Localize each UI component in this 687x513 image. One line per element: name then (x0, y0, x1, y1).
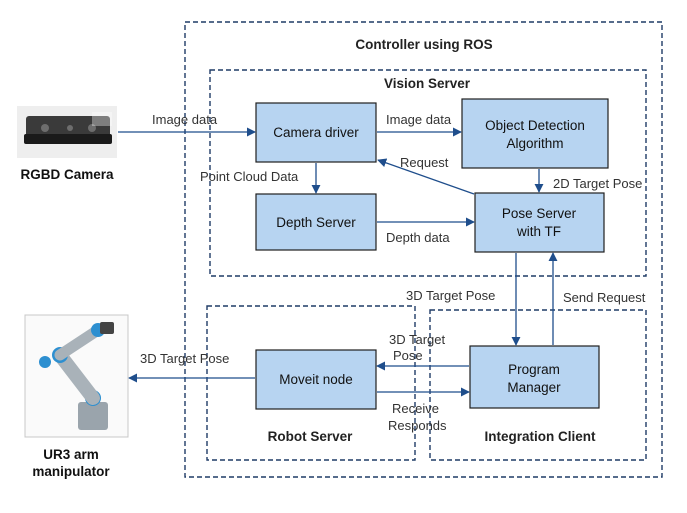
program-manager-label-line2: Manager (507, 380, 561, 395)
program-manager-node (469, 345, 600, 409)
edge-label-send-request: Send Request (563, 290, 646, 305)
object-detection-node (461, 98, 609, 169)
camera-driver-node (255, 102, 377, 163)
rgbd-camera-label: RGBD Camera (20, 167, 114, 182)
edge-label-image-data-camera: Image data (152, 112, 218, 127)
object-detection-label-line1: Object Detection (485, 118, 585, 133)
edge-label-3d-target-line1: 3D Target (389, 332, 446, 347)
robot-server-title: Robot Server (268, 429, 354, 444)
edge-label-request: Request (400, 155, 449, 170)
controller-region (184, 21, 663, 478)
edge-label-3d-target-line2: Pose (393, 348, 423, 363)
rgbd-camera-image (17, 106, 117, 158)
edge-label-receive-line1: Receive (392, 401, 439, 416)
edge-label-point-cloud: Point Cloud Data (200, 169, 299, 184)
robot-server-region (206, 305, 416, 461)
object-detection-label-line2: Algorithm (506, 136, 563, 151)
controller-region-title: Controller using ROS (355, 37, 492, 52)
edge-label-depth-data: Depth data (386, 230, 450, 245)
pose-server-label-line1: Pose Server (502, 206, 577, 221)
edge-label-receive-line2: Responds (388, 418, 447, 433)
integration-client-region (429, 309, 647, 461)
edge-label-3d-target-pose-arm: 3D Target Pose (140, 351, 229, 366)
depth-server-node (255, 193, 377, 251)
ur3-arm-image (24, 314, 129, 438)
camera-driver-label: Camera driver (273, 125, 359, 140)
depth-server-label: Depth Server (276, 215, 356, 230)
moveit-label: Moveit node (279, 372, 353, 387)
edge-label-3d-target-pose: 3D Target Pose (406, 288, 495, 303)
vision-server-title: Vision Server (384, 76, 471, 91)
integration-client-title: Integration Client (485, 429, 597, 444)
edge-label-image-data-driver: Image data (386, 112, 452, 127)
vision-server-region (209, 69, 647, 277)
edge-label-2d-target-pose: 2D Target Pose (553, 176, 642, 191)
pose-server-label-line2: with TF (516, 224, 561, 239)
program-manager-label-line1: Program (508, 362, 560, 377)
moveit-node (255, 349, 377, 410)
pose-server-node (474, 192, 605, 253)
ur3-arm-label-line1: UR3 arm (43, 447, 99, 462)
arrow-pose-to-driver-request (377, 158, 475, 195)
ur3-arm-label-line2: manipulator (32, 464, 110, 479)
